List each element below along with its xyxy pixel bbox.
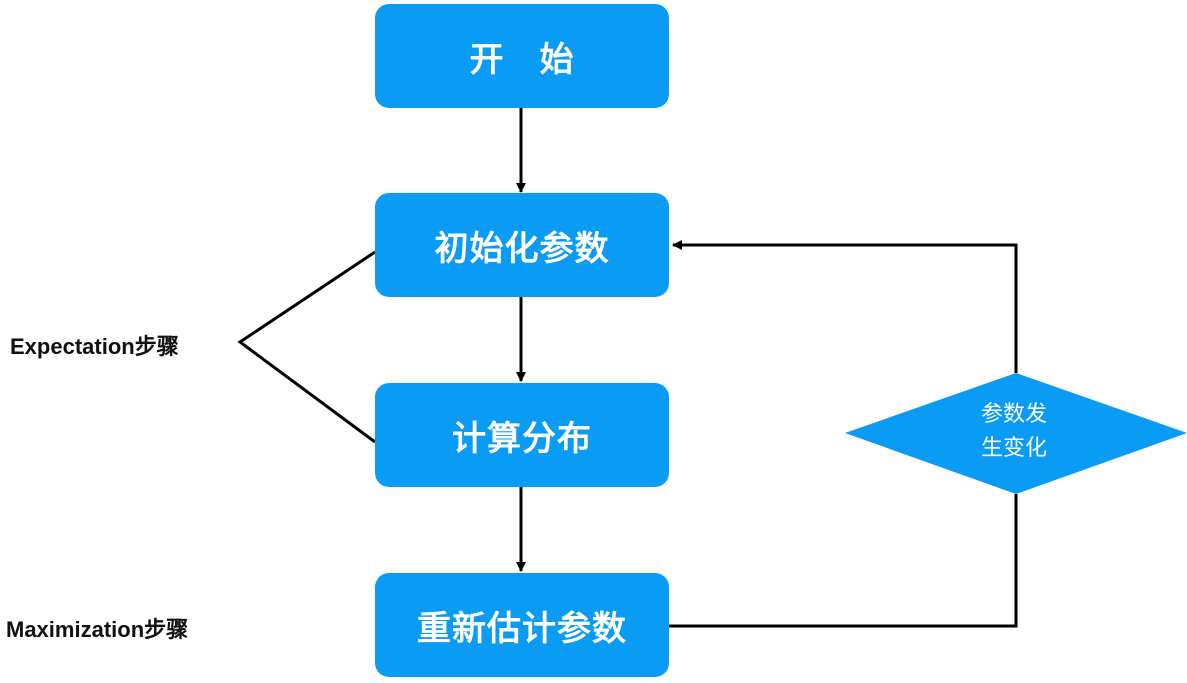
decision-label-line2: 生变化 <box>980 436 1047 461</box>
reestimate-params-node[interactable]: 重新估计参数 <box>375 573 669 677</box>
compute-distribution-node[interactable]: 计算分布 <box>375 383 669 487</box>
compute-distribution-label: 计算分布 <box>452 418 592 459</box>
maximization-step-label: Maximization步骤 <box>6 617 189 642</box>
decision-diamond <box>845 373 1187 494</box>
start-node[interactable]: 开 始 <box>375 4 669 108</box>
init-params-label: 初始化参数 <box>434 228 610 269</box>
start-node-label: 开 始 <box>469 39 575 80</box>
arrow-reestimate-to-decision <box>669 494 1018 628</box>
arrow-decision-to-init <box>672 240 1018 373</box>
decision-label: 参数发 生变化 <box>940 398 1088 466</box>
expectation-brace <box>237 250 376 444</box>
init-params-node[interactable]: 初始化参数 <box>375 193 669 297</box>
decision-label-line1: 参数发 <box>980 402 1047 427</box>
reestimate-params-label: 重新估计参数 <box>417 608 627 649</box>
expectation-step-label: Expectation步骤 <box>10 334 179 359</box>
